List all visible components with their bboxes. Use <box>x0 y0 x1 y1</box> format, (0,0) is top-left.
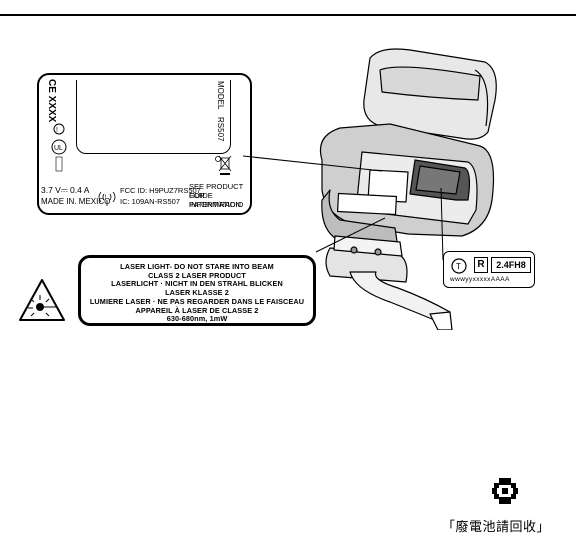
fcc-id-text: FCC ID: H9PUZ7RS507 <box>120 186 201 195</box>
laser-line-4: LASER KLASSE 2 <box>165 288 229 298</box>
radio-wave-icon: ! <box>98 191 116 206</box>
svg-text:!: ! <box>56 127 58 134</box>
laser-line-3: LASERLICHT · NICHT IN DEN STRAHL BLICKEN <box>111 279 283 289</box>
laser-line-1: LASER LIGHT- DO NOT STARE INTO BEAM <box>120 262 274 271</box>
made-in-text: MADE IN. MEXICO <box>41 197 111 206</box>
guide-line-1: SEE PRODUCT GUIDE <box>189 182 244 200</box>
r-mark: R <box>474 257 488 273</box>
guide-line-3: INFORMATION <box>189 200 241 209</box>
telec-mark-icon: T <box>451 258 467 274</box>
svg-text:UL: UL <box>54 145 63 152</box>
device-illustration <box>319 48 497 330</box>
band-mark: 2.4FH8 <box>491 257 531 273</box>
recycle-icon <box>492 478 518 504</box>
regulatory-label: CE XXXX ! UL MODEL RS507 3.7 V⎓ 0.4 A MA… <box>37 73 252 215</box>
guide-line-2: FOR PATENT/RADIO <box>189 191 244 209</box>
weee-bin-icon <box>215 155 232 175</box>
svg-text:T: T <box>456 262 461 271</box>
header-rule <box>0 14 576 16</box>
laser-warning-label: LASER LIGHT- DO NOT STARE INTO BEAM CLAS… <box>78 255 316 326</box>
label-window <box>76 80 231 154</box>
laser-hazard-icon <box>19 279 65 321</box>
rating-text: 3.7 V⎓ 0.4 A <box>41 185 90 195</box>
ic-text: IC: 109AN-RS507 <box>120 197 181 206</box>
battery-recycle-text: 「廢電池請回收」 <box>442 520 551 535</box>
certification-marks-icon: ! UL <box>51 123 67 172</box>
certification-label: T R 2.4FH8 wwwyyxxxxxAAAA <box>443 251 535 288</box>
serial-text: wwwyyxxxxxAAAA <box>450 276 510 283</box>
laser-line-7: 630-680nm, 1mW <box>166 314 228 324</box>
laser-line-2: CLASS 2 LASER PRODUCT <box>148 270 246 280</box>
svg-text:!: ! <box>105 195 107 201</box>
laser-line-6: APPAREIL À LASER DE CLASSE 2 <box>135 305 259 315</box>
laser-line-5: LUMIERE LASER · NE PAS REGARDER DANS LE … <box>89 296 305 306</box>
